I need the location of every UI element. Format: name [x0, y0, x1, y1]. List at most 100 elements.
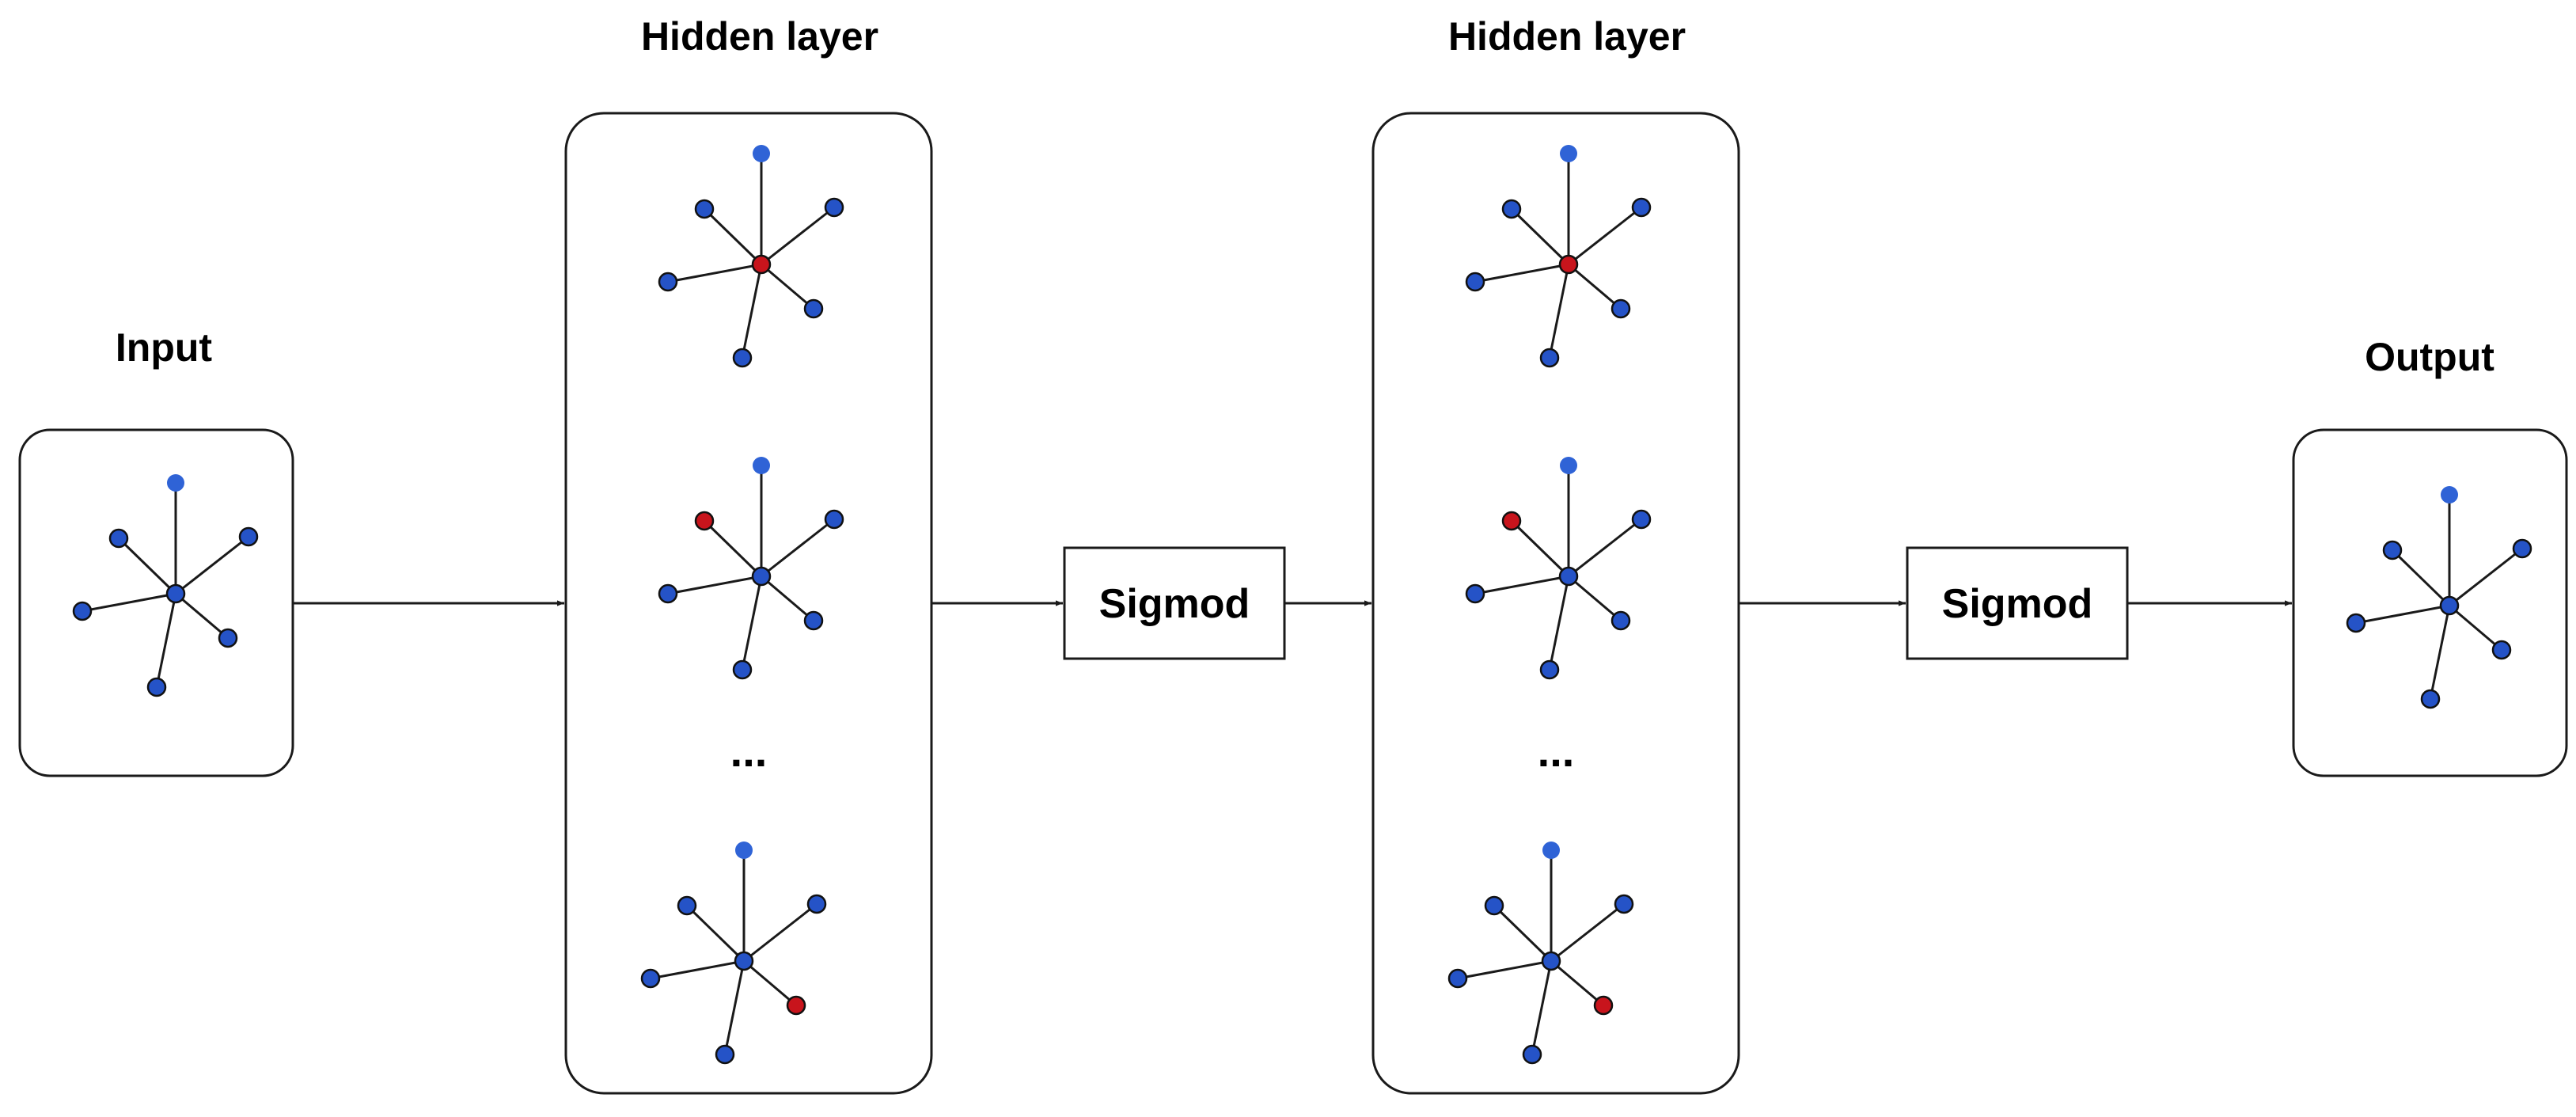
- graph-edge: [1568, 206, 1642, 266]
- sigmoid-box-2: [1906, 546, 2129, 660]
- graph-edge: [175, 592, 229, 640]
- graph-node: [732, 348, 753, 368]
- graph-edge: [1548, 576, 1570, 671]
- highlighted-center-node: [1558, 254, 1579, 275]
- graph-edge: [1568, 575, 1622, 622]
- center-node: [1558, 566, 1579, 587]
- hidden1-graph-b: [658, 457, 844, 680]
- highlighted-node: [694, 511, 715, 531]
- graph-node: [1447, 968, 1468, 989]
- graph-node: [715, 1044, 735, 1065]
- hidden-layer-1-box: [564, 112, 933, 1095]
- graph-node: [167, 474, 184, 492]
- graph-edge: [1457, 959, 1552, 980]
- graph-edge: [155, 593, 177, 688]
- highlighted-node: [1501, 511, 1522, 531]
- graph-edge: [1550, 902, 1625, 963]
- graph-edge: [117, 537, 177, 595]
- graph-node: [1501, 199, 1522, 219]
- graph-node: [1610, 610, 1631, 631]
- graph-edge: [1474, 575, 1569, 595]
- input-box: [18, 428, 294, 777]
- output-box: [2292, 428, 2568, 777]
- input-graph: [72, 474, 259, 697]
- graph-node: [640, 968, 661, 989]
- graph-edge: [743, 959, 797, 1007]
- graph-edge: [1531, 960, 1553, 1055]
- center-node: [1541, 951, 1561, 971]
- graph-node: [1465, 272, 1485, 292]
- graph-edge: [2449, 547, 2523, 607]
- center-node: [2439, 595, 2460, 616]
- graph-edge: [1568, 518, 1642, 578]
- graph-edge: [82, 592, 176, 613]
- graph-edge: [667, 575, 762, 595]
- graph-edge: [650, 959, 745, 980]
- output-graph: [2346, 486, 2532, 709]
- graph-edge: [667, 263, 762, 283]
- sigmoid-box-1: [1063, 546, 1286, 660]
- graph-node: [732, 659, 753, 680]
- graph-edge: [741, 264, 763, 359]
- graph-node: [1560, 145, 1577, 162]
- graph-node: [753, 145, 770, 162]
- graph-node: [2512, 538, 2532, 559]
- graph-edge: [741, 576, 763, 671]
- graph-node: [1614, 894, 1634, 914]
- hidden-layer-2-box: [1371, 112, 1740, 1095]
- graph-edge: [761, 575, 814, 622]
- graph-node: [218, 628, 238, 648]
- graph-node: [108, 528, 129, 549]
- hidden1-graph-c: [640, 842, 827, 1065]
- graph-node: [1542, 842, 1560, 859]
- graph-node: [658, 272, 678, 292]
- hidden-layer-2-title: Hidden layer: [1448, 14, 1686, 59]
- graph-edge: [1493, 904, 1553, 963]
- graph-node: [1631, 197, 1652, 218]
- highlighted-node: [786, 995, 806, 1016]
- hidden2-graph-c: [1447, 842, 1634, 1065]
- graph-node: [1539, 348, 1560, 368]
- center-node: [165, 583, 186, 604]
- sigmoid-label-2: Sigmod: [1942, 581, 2093, 627]
- graph-node: [2441, 486, 2458, 503]
- ellipsis-hidden-1: ...: [730, 726, 768, 776]
- graph-node: [735, 842, 753, 859]
- graph-node: [1484, 895, 1504, 916]
- graph-node: [658, 583, 678, 604]
- graph-node: [1560, 457, 1577, 474]
- highlighted-center-node: [751, 254, 772, 275]
- graph-edge: [703, 207, 763, 266]
- graph-edge: [1510, 519, 1570, 578]
- graph-edge: [1550, 959, 1604, 1007]
- graph-edge: [175, 535, 249, 595]
- graph-node: [2346, 613, 2366, 633]
- input-title: Input: [116, 325, 213, 370]
- graph-node: [677, 895, 697, 916]
- graph-node: [694, 199, 715, 219]
- graph-glyphs: [72, 145, 2532, 1065]
- graph-node: [803, 610, 824, 631]
- graph-node: [803, 298, 824, 319]
- graph-node: [1610, 298, 1631, 319]
- center-node: [751, 566, 772, 587]
- graph-node: [146, 677, 167, 697]
- graph-edge: [2449, 604, 2502, 652]
- center-node: [734, 951, 754, 971]
- hidden2-graph-a: [1465, 145, 1652, 368]
- highlighted-node: [1593, 995, 1614, 1016]
- graph-edge: [2355, 604, 2450, 625]
- graph-edge: [761, 206, 835, 266]
- graph-node: [2491, 640, 2512, 660]
- graph-node: [1539, 659, 1560, 680]
- graph-node: [2420, 689, 2441, 709]
- graph-edge: [761, 518, 835, 578]
- graph-node: [824, 509, 844, 530]
- graph-edge: [1510, 207, 1570, 266]
- graph-edge: [723, 960, 745, 1055]
- graph-edge: [1474, 263, 1569, 283]
- graph-node: [72, 601, 93, 621]
- graph-node: [806, 894, 827, 914]
- ellipsis-hidden-2: ...: [1538, 726, 1575, 776]
